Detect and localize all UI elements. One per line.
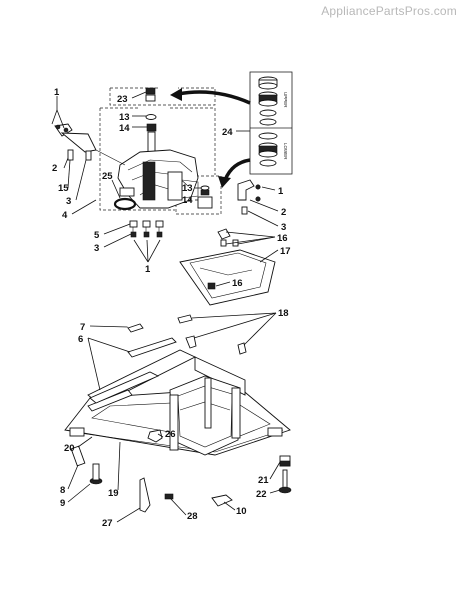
- bearing-kit-box: [249, 71, 293, 175]
- callout-18: 18: [278, 308, 289, 319]
- upper-bearing-dashed-box: [109, 87, 216, 106]
- transmission-o-ring: [113, 197, 137, 211]
- tub-clamp-assembly: [179, 228, 276, 306]
- callout-5: 5: [94, 230, 100, 241]
- kit-lower-parts: [258, 132, 278, 167]
- callout-13-upper: 13: [119, 112, 130, 123]
- right-bracket-hardware: [237, 179, 261, 215]
- callout-2-right: 2: [281, 207, 286, 218]
- callout-1-right: 1: [278, 186, 284, 197]
- callout-21: 21: [258, 475, 269, 486]
- rail-channels: [87, 323, 177, 412]
- kit-upper-label: UPPER: [283, 92, 288, 108]
- callout-1-bottom: 1: [145, 264, 151, 275]
- transmission-dashed-box-left: [99, 108, 175, 211]
- callout-14-upper: 14: [119, 123, 130, 134]
- callout-9: 9: [60, 498, 65, 509]
- watermark: AppliancePartsPros.com: [321, 4, 457, 18]
- lower-hardware: [70, 429, 292, 513]
- callout-7: 7: [80, 322, 85, 333]
- lower-seal-stack: [197, 185, 213, 209]
- callout-1-top-left: 1: [54, 87, 60, 98]
- callout-4: 4: [62, 210, 68, 221]
- callout-22: 22: [256, 489, 267, 500]
- callout-28: 28: [187, 511, 198, 522]
- callout-16-lower: 16: [232, 278, 243, 289]
- callout-16-upper: 16: [277, 233, 288, 244]
- callout-10: 10: [236, 506, 247, 517]
- callout-6: 6: [78, 334, 83, 345]
- callout-14-lower: 14: [182, 195, 193, 206]
- callout-27: 27: [102, 518, 113, 529]
- callout-numbers: 1 2 15 3 4 23 13 14 24 25 13 14 1 2 3 16…: [52, 87, 291, 529]
- callout-3-left: 3: [66, 196, 71, 207]
- kit-lower-label: LOWER: [283, 143, 288, 160]
- transmission-assembly: [117, 131, 199, 209]
- kit-upper-arrow: [177, 90, 251, 105]
- leader-lines: [51, 91, 281, 523]
- callout-8: 8: [60, 485, 65, 496]
- callout-2-left: 2: [52, 163, 57, 174]
- callout-24: 24: [222, 127, 233, 138]
- kit-lower-arrow: [223, 158, 251, 181]
- upper-bearing-stack: [145, 87, 157, 132]
- callout-20: 20: [64, 443, 75, 454]
- callout-15: 15: [58, 183, 69, 194]
- callout-25: 25: [102, 171, 113, 182]
- callout-23: 23: [117, 94, 128, 105]
- leveling-hardware-18: [177, 314, 247, 355]
- transmission-studs: [129, 220, 164, 238]
- left-bracket-hardware: [54, 123, 97, 161]
- callout-19: 19: [108, 488, 119, 499]
- callout-13-lower: 13: [182, 183, 193, 194]
- callout-26: 26: [165, 429, 176, 440]
- kit-upper-parts: [258, 76, 278, 126]
- callout-3-right: 3: [281, 222, 286, 233]
- callout-17: 17: [280, 246, 291, 257]
- callout-3-bottom: 3: [94, 243, 99, 254]
